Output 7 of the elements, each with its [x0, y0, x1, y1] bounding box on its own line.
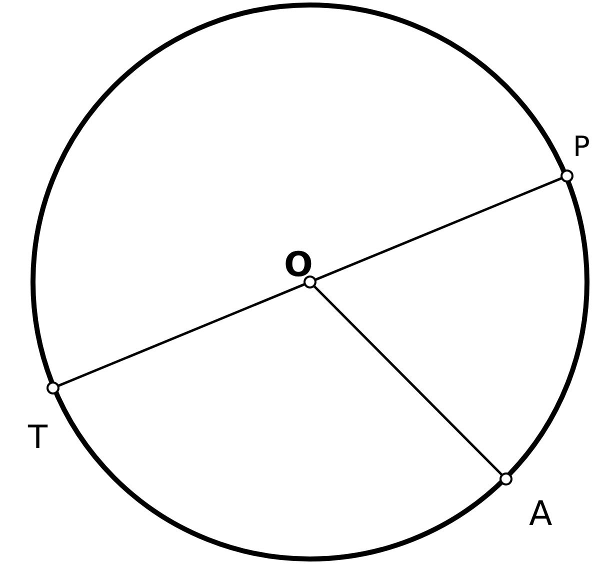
line-segment — [58, 283, 305, 387]
line-segment — [315, 177, 562, 281]
point-label: T — [28, 421, 48, 453]
point-label: O — [284, 248, 313, 282]
line-segment — [313, 285, 503, 476]
point-label: P — [573, 133, 590, 161]
point-label: A — [529, 497, 552, 531]
